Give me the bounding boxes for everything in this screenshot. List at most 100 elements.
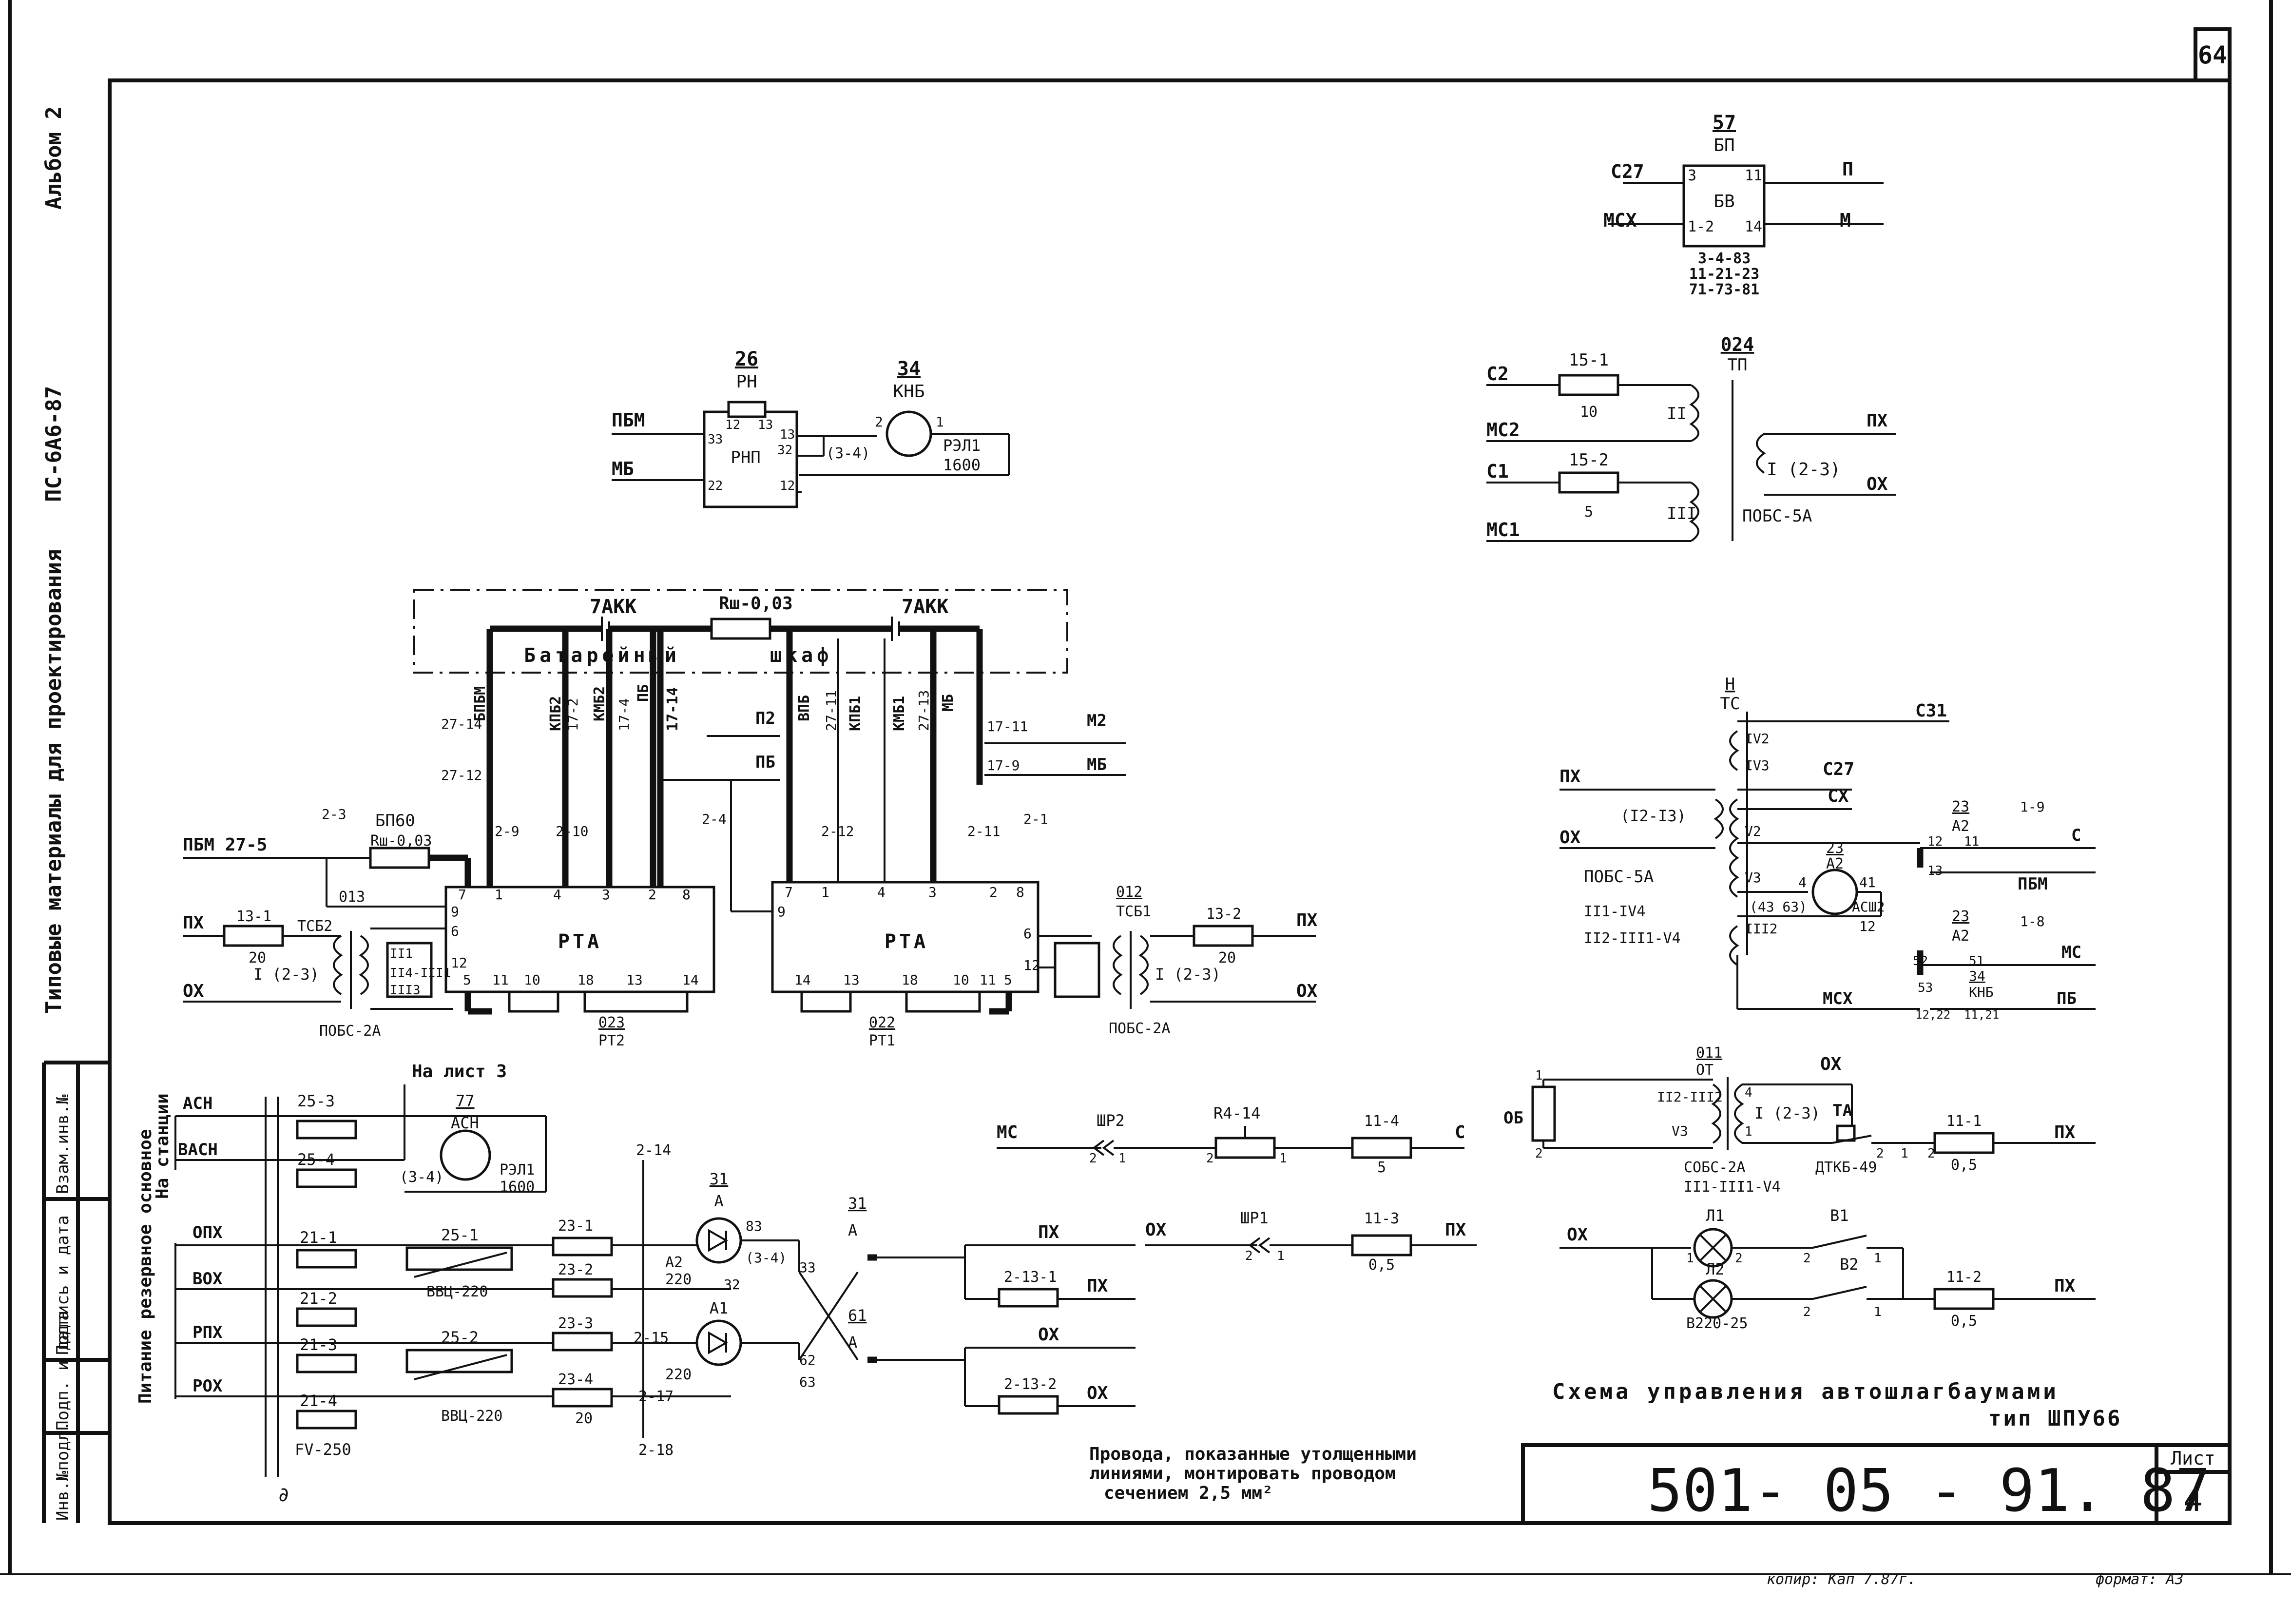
battery-tap-r2: КПБ1 — [847, 696, 864, 731]
format-label: формат: А3 — [2096, 1571, 2184, 1588]
tc-w-2: IV3 — [1745, 757, 1770, 773]
rta-left-trans: ПОБС-2А — [319, 1023, 381, 1040]
power-fuse-7: FV-250 — [295, 1440, 351, 1459]
rta-right-w: I (2-3) — [1155, 965, 1221, 984]
diagram-subtitle: тип ШПУ66 — [1988, 1406, 2122, 1431]
tc-kn-pin-3: 53 — [1918, 981, 1933, 995]
power-relay-label: (3-4) — [400, 1169, 443, 1186]
lamps-ox: ОХ — [1567, 1225, 1588, 1245]
bp-inner: БВ — [1713, 192, 1734, 212]
rta-left-r-val: Rш-0,03 — [370, 832, 432, 850]
power-out-b: 61 — [848, 1306, 867, 1325]
power-out-1: ПХ — [1038, 1222, 1059, 1242]
rn-coil-pos: 34 — [897, 358, 921, 380]
rta-left-w-c: III3 — [390, 983, 421, 998]
rta-right-side-2: 6 — [1023, 926, 1032, 942]
tp-in-c1: С1 — [1486, 461, 1509, 482]
tc-d-label: (43 63) — [1750, 899, 1807, 915]
mc-pin-6: 1 — [1277, 1249, 1285, 1263]
rta-right-tc: ТСБ1 — [1116, 903, 1151, 920]
ot-pos: 011 — [1696, 1044, 1722, 1062]
battery-label-7: 17-11 — [987, 718, 1028, 735]
rta-right-side-1: 9 — [777, 904, 786, 920]
rta-left-bot-2: 11 — [492, 972, 509, 988]
tc-out-c27: С27 — [1823, 759, 1854, 779]
tc-d-ref: А2 — [1826, 855, 1844, 872]
rn-inner: РНП — [731, 448, 760, 467]
power-group-b: Питание резервное основное — [135, 1129, 155, 1404]
rta-left-pos2: 013 — [339, 889, 365, 906]
power-out-3: ОХ — [1038, 1325, 1059, 1345]
bp-pos: 57 — [1713, 112, 1736, 134]
diagram-title: Схема управления автошлагбаумами — [1552, 1379, 2059, 1404]
note-line-1: Провода, показанные утолщенными — [1089, 1444, 1417, 1464]
rta-right-top-4: 3 — [928, 884, 937, 900]
ot-pin-4: 1 — [1745, 1124, 1752, 1139]
power-bridge-2: 2-15 — [634, 1330, 669, 1347]
ot-wlist: II1-III1-V4 — [1684, 1179, 1781, 1196]
rta-left-in-px: ПХ — [183, 913, 204, 933]
rta-left-side-1: 9 — [451, 904, 459, 920]
rn-pin-3: 33 — [708, 432, 723, 447]
mc-block: МС ШР2 R4-14 11-4 5 С ОХ ШР1 11-3 0,5 ПХ… — [997, 1104, 1477, 1274]
tp-r1-val: 10 — [1580, 404, 1598, 421]
rta-left-feed: ПБМ 27-5 — [183, 835, 267, 855]
mc-pin-4: 1 — [1279, 1151, 1287, 1166]
tp-r2: 15-2 — [1569, 450, 1609, 470]
ot-pin-2: 2 — [1535, 1146, 1543, 1161]
mc-r3-val: 0,5 — [1368, 1257, 1395, 1274]
power-d-pin-6: 63 — [799, 1374, 816, 1390]
lamps-b1: В1 — [1830, 1206, 1849, 1225]
power-res-3: 23-3 — [558, 1315, 593, 1332]
ot-ta: ТА — [1832, 1101, 1852, 1121]
ot-out: ПХ — [2054, 1122, 2076, 1142]
tc-pos: Н — [1725, 675, 1735, 694]
tc-w-3: V2 — [1745, 823, 1761, 839]
battery-label-pb: ПБ — [755, 753, 775, 772]
tc-out-pb: ПБ — [2057, 989, 2077, 1008]
ot-w: I (2-3) — [1754, 1104, 1820, 1122]
mc-conn: ШР2 — [1097, 1111, 1125, 1130]
bp-below-1: 3-4-83 — [1698, 250, 1751, 267]
power-out-a-ref: А — [848, 1221, 857, 1239]
power-bridge-3: 2-17 — [638, 1388, 674, 1405]
tc-d-pin-4: 4 — [1798, 874, 1807, 890]
tc-w-in: (I2-I3) — [1620, 807, 1686, 825]
ot-w-a: II2-III2 — [1657, 1089, 1723, 1105]
power-fuse-1: 25-3 — [297, 1092, 335, 1110]
power-line-5: РПХ — [193, 1323, 223, 1342]
battery-cabinet-b: шкаф — [770, 644, 832, 667]
tc-out-c31: С31 — [1915, 701, 1947, 721]
power-d-val: 220 — [665, 1271, 692, 1288]
battery-label-5: 27-11 — [823, 690, 839, 731]
tp-in-mc2: МС2 — [1486, 419, 1520, 441]
rta-right-r-out-val: 20 — [1218, 949, 1236, 967]
rn-pin-5: 22 — [708, 479, 723, 493]
tc-d-type: АСШ2 — [1852, 899, 1885, 915]
tp-ref: ТП — [1728, 355, 1748, 375]
rta-left-top-2: 1 — [495, 887, 503, 903]
power-d-pin-5: 62 — [799, 1352, 816, 1368]
power-res-val: 20 — [575, 1410, 593, 1427]
tc-rel-a-pin-2: 11 — [1964, 834, 1979, 849]
stamp-cell-1: Взам.инв.№ — [53, 1094, 73, 1194]
tc-rel-b-pin: 13 — [1927, 864, 1943, 878]
ot-pin-3: 4 — [1745, 1085, 1752, 1100]
power-bridge-4: 2-18 — [638, 1442, 674, 1459]
tc-rel-b: 23 — [1952, 908, 1969, 925]
tc-d-pin-41: 41 — [1859, 874, 1876, 890]
battery-label-p2: П2 — [755, 709, 775, 728]
ot-dtk: ДТКБ-49 — [1815, 1159, 1877, 1176]
rn-pos: 26 — [735, 348, 758, 370]
rta-right-r-out: 13-2 — [1206, 906, 1241, 923]
rta-left-top-5: 2 — [648, 887, 656, 903]
rta-left-r: БП60 — [375, 811, 415, 831]
power-line-6: РОХ — [193, 1376, 223, 1396]
tc-rel-a: 23 — [1952, 798, 1969, 815]
mc-r: R4-14 — [1213, 1104, 1260, 1122]
bp-out-p: П — [1842, 158, 1853, 180]
bp-below-3: 71-73-81 — [1689, 281, 1760, 298]
tp-pos: 024 — [1721, 334, 1754, 355]
rta-left-top-1: 7 — [458, 887, 466, 903]
mc-pin-3: 2 — [1206, 1151, 1214, 1166]
